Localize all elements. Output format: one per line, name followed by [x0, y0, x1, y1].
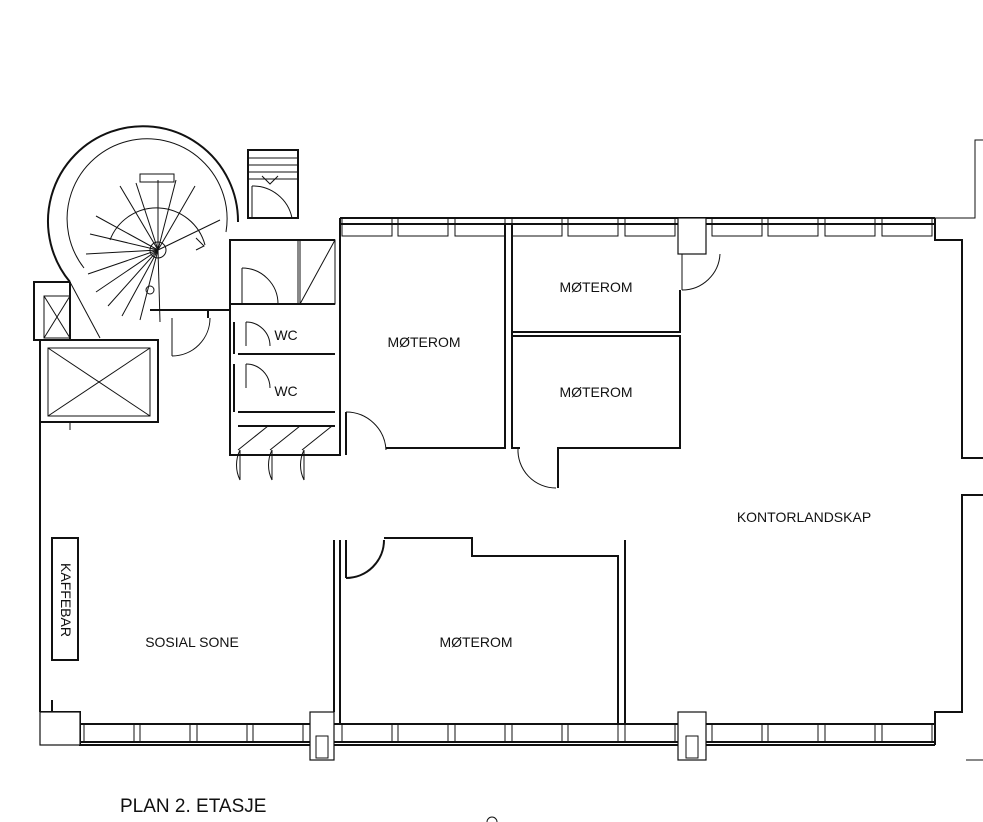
room-label-wc-upper: WC: [274, 327, 297, 343]
room-label-moterom-center: MØTEROM: [387, 334, 460, 350]
service-core: [171, 218, 341, 481]
room-label-moterom-top-right: MØTEROM: [559, 279, 632, 295]
kaffebar-counter: [51, 537, 79, 661]
room-label-sosial-sone: SOSIAL SONE: [145, 634, 239, 650]
outer-walls: [33, 139, 983, 761]
spiral-staircase: [43, 125, 240, 341]
plan-title: PLAN 2. ETASJE: [120, 796, 266, 817]
window-panes: [83, 217, 933, 761]
room-label-moterom-bottom: MØTEROM: [439, 634, 512, 650]
straight-staircase: [247, 149, 299, 219]
room-label-moterom-mid-right: MØTEROM: [559, 384, 632, 400]
room-label-kaffebar: KAFFEBAR: [58, 563, 74, 637]
room-label-kontorlandskap: KONTORLANDSKAP: [737, 509, 871, 525]
meeting-room-walls: [333, 218, 721, 724]
room-label-wc-lower: WC: [274, 383, 297, 399]
elevator-shaft: [39, 339, 159, 430]
